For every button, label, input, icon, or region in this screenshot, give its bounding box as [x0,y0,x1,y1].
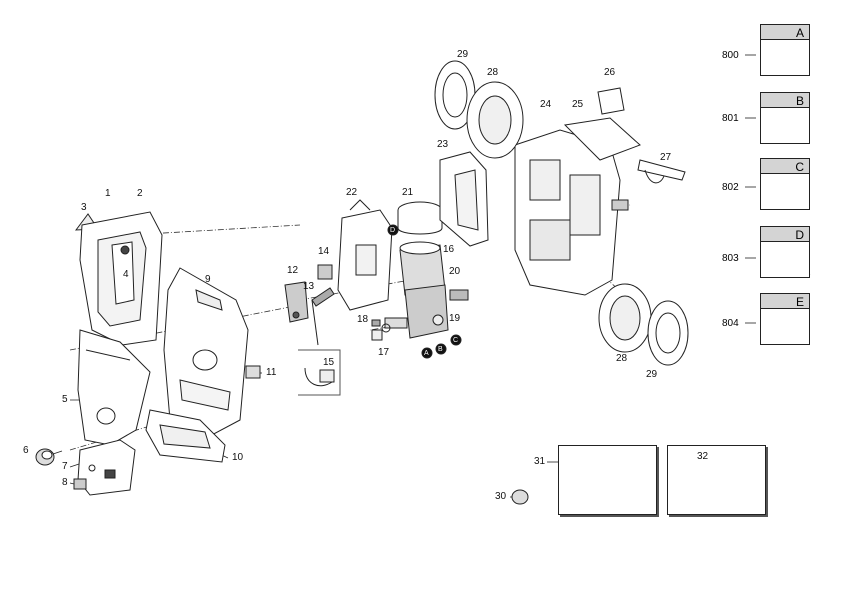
kit-number: 804 [722,318,739,329]
marker-a: A [424,350,429,357]
part-8-clip [73,478,87,490]
part-6-knob [35,448,55,466]
part-21-ring [397,201,443,235]
part-label: 25 [572,99,584,110]
part-label: 2 [137,188,143,199]
part-4-front-handle [79,211,163,346]
kit-box-e: E [760,293,810,345]
part-label: 4 [123,269,129,280]
part-23-side-cover [439,151,489,247]
part-label: 28 [616,353,628,364]
part-label: 20 [449,266,461,277]
kit-letter: E [795,295,804,309]
kit-number: 801 [722,113,739,124]
part-label: 18 [357,314,369,325]
part-label: 29 [457,49,469,60]
part-label: 21 [402,187,414,198]
part-32-box [667,445,766,515]
part-label: 10 [232,452,244,463]
kit-number: 800 [722,50,739,61]
part-label: 3 [81,202,87,213]
wheel-lower [598,283,689,366]
marker-b: B [438,346,443,353]
part-14-terminal [317,264,333,280]
part-label: 13 [303,281,315,292]
part-10-base [145,409,226,463]
part-label: 29 [646,369,658,380]
kit-number: 803 [722,253,739,264]
kit-box-b: B [760,92,810,144]
part-25-bracket [563,117,641,161]
part-label: 22 [346,187,358,198]
part-label: 19 [449,313,461,324]
part-label: 17 [378,347,390,358]
part-label: 14 [318,246,330,257]
wheel-upper [434,60,524,159]
part-31-box [558,445,657,515]
kit-letter: C [795,160,804,174]
part-7-lower-cover [77,439,136,496]
part-label: 30 [495,491,507,502]
part-9-housing [163,267,249,437]
part-12-switch [284,281,309,323]
part-label: 11 [266,367,277,378]
kit-letter: A [795,26,804,40]
inlet-fitting [611,199,629,211]
kit-box-a: A [760,24,810,76]
part-label: 32 [697,451,709,462]
marker-d: D [390,227,396,234]
part-22-motor-cover [337,199,393,311]
part-label: 23 [437,139,449,150]
part-26-hook [597,87,625,115]
part-label: 31 [534,456,546,467]
part-label: 15 [323,357,335,368]
pump-assembly [371,284,469,341]
part-label: 28 [487,67,499,78]
part-label: 26 [604,67,616,78]
part-label: 24 [540,99,552,110]
part-11-connector [245,365,261,379]
part-15-detail-box [298,349,341,396]
part-27-clip [637,159,686,184]
part-label: 16 [443,244,455,255]
part-label: 1 [105,188,111,199]
part-label: 27 [660,152,672,163]
kit-letter: B [795,94,804,108]
part-label: 6 [23,445,29,456]
part-label: 5 [62,394,68,405]
kit-box-c: C [760,158,810,210]
marker-c: C [453,337,459,344]
part-24-main-frame [514,129,621,296]
part-label: 7 [62,461,68,472]
kit-letter: D [795,228,804,242]
kit-number: 802 [722,182,739,193]
part-13-capacitor [311,287,335,346]
part-label: 8 [62,477,68,488]
part-label: 12 [287,265,299,276]
part-16-motor [399,241,446,296]
kit-box-d: D [760,226,810,278]
part-5-front-panel [77,329,151,446]
part-label: 9 [205,274,211,285]
marker-circles [387,224,462,359]
part-30-cap [511,489,529,505]
